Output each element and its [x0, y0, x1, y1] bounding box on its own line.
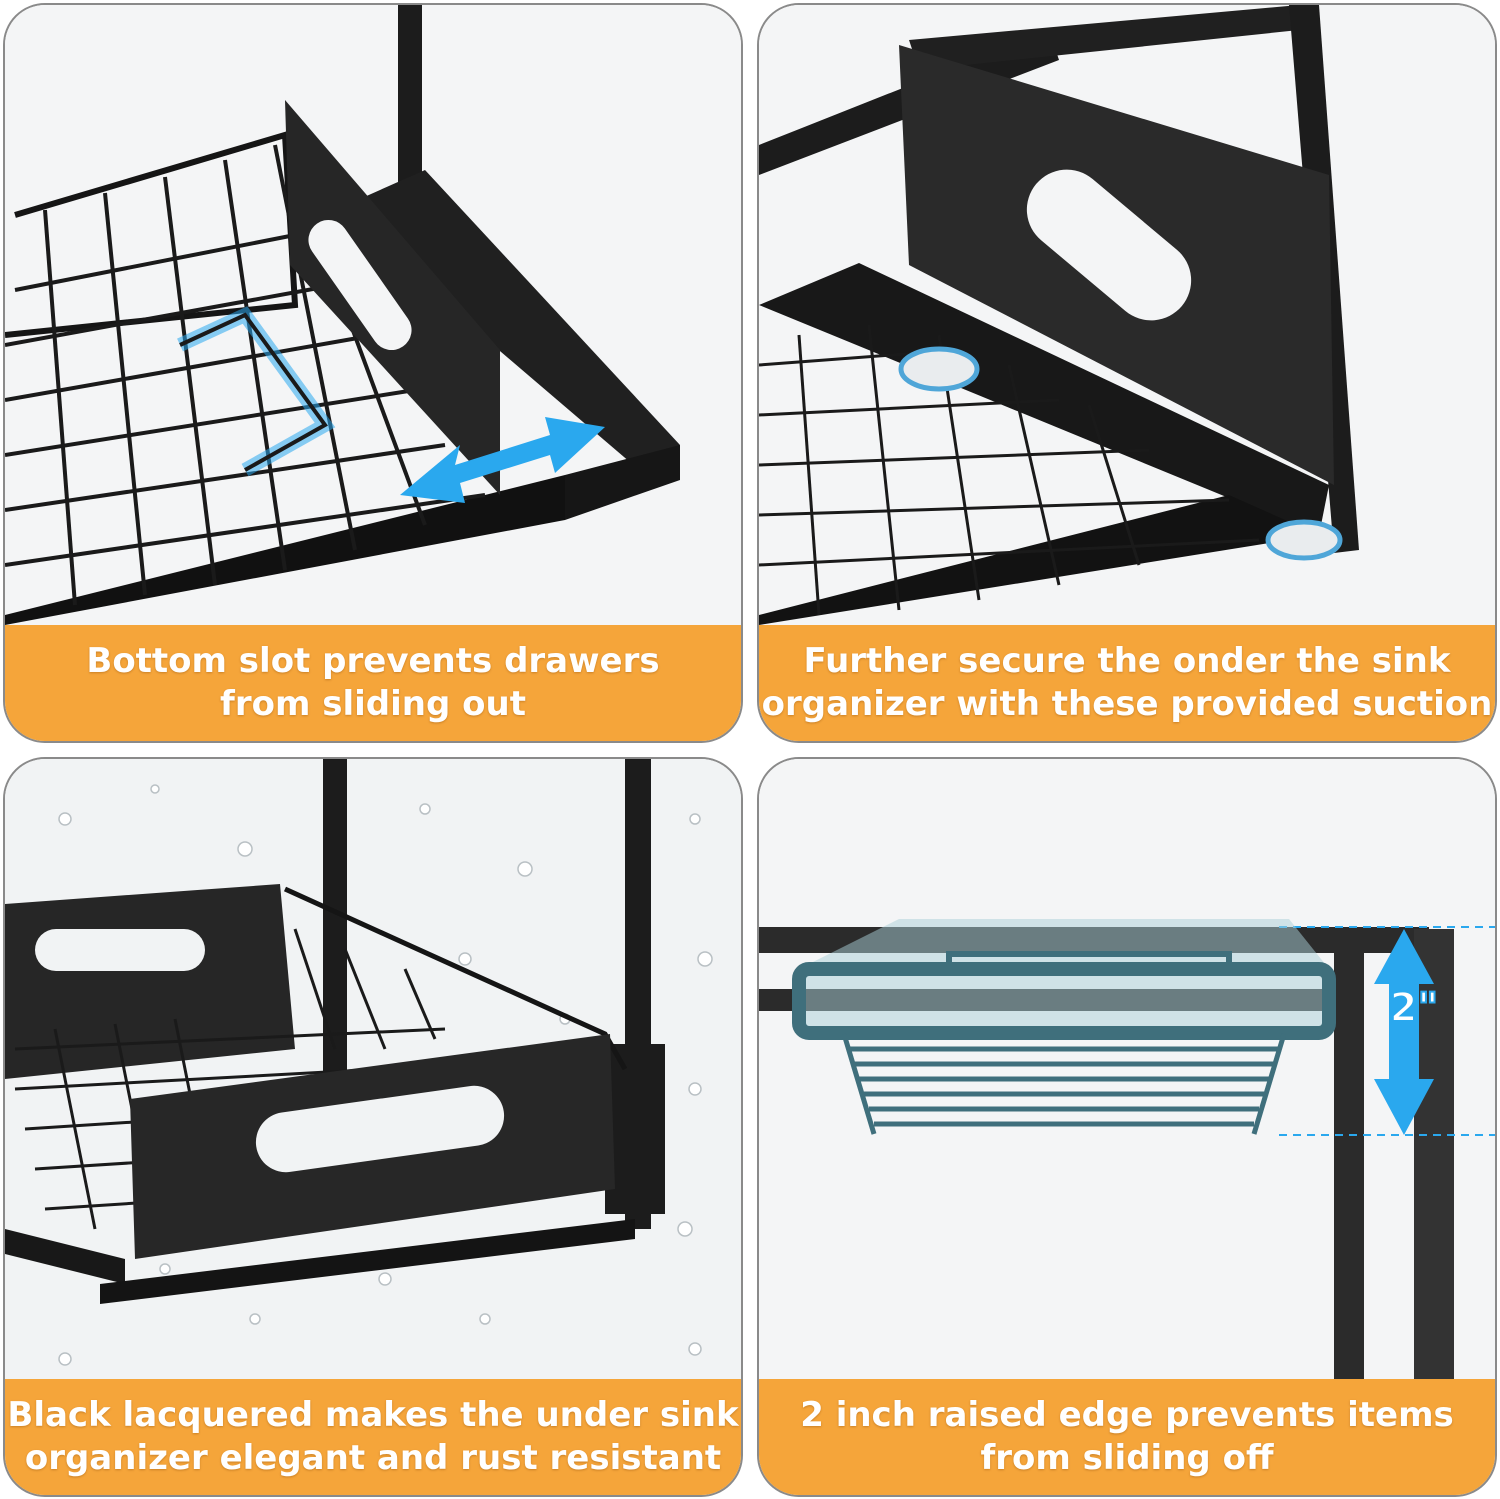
caption-line-2: organizer with these provided suction — [761, 684, 1493, 724]
panel-black-lacquered: Black lacquered makes the under sink org… — [3, 757, 743, 1497]
caption-line-2: from sliding out — [220, 684, 526, 724]
lacquered-drawer-illustration — [5, 759, 741, 1379]
caption-bottom-slot: Bottom slot prevents drawers from slidin… — [5, 625, 741, 741]
caption-line-1: Black lacquered makes the under sink — [7, 1395, 739, 1435]
drawer-slot-illustration — [5, 5, 741, 625]
vertical-arrow-icon — [1374, 929, 1434, 1135]
panel-suction: Further secure the onder the sink organi… — [757, 3, 1497, 743]
dimension-label: 2" — [1390, 985, 1439, 1031]
double-arrow-icon — [400, 417, 605, 503]
suction-cup-illustration — [759, 5, 1495, 625]
raised-edge-illustration: 2" — [759, 759, 1495, 1379]
caption-line-2: organizer elegant and rust resistant — [24, 1438, 722, 1478]
caption-line-1: Bottom slot prevents drawers — [86, 641, 660, 681]
panel-raised-edge: 2" 2 inch raised edge prevents items fro… — [757, 757, 1497, 1497]
panel-bottom-slot: Bottom slot prevents drawers from slidin… — [3, 3, 743, 743]
caption-black-lacquered: Black lacquered makes the under sink org… — [5, 1379, 741, 1495]
caption-line-1: Further secure the onder the sink — [803, 641, 1451, 681]
suction-cup-icon — [898, 346, 1343, 561]
caption-raised-edge: 2 inch raised edge prevents items from s… — [759, 1379, 1495, 1495]
caption-suction: Further secure the onder the sink organi… — [759, 625, 1495, 741]
caption-line-2: from sliding off — [980, 1438, 1274, 1478]
caption-line-1: 2 inch raised edge prevents items — [800, 1395, 1454, 1435]
